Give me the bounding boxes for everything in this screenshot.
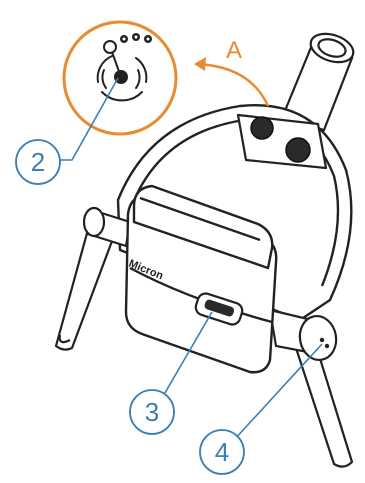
right-knob bbox=[286, 138, 310, 162]
left-knob bbox=[251, 117, 273, 139]
callout-number: 3 bbox=[145, 397, 159, 427]
top-panel bbox=[238, 115, 326, 168]
inset-arrow-label: A bbox=[226, 37, 242, 64]
right-leg bbox=[296, 348, 352, 467]
callout-number: 4 bbox=[215, 437, 229, 467]
inset-arrow: A bbox=[194, 37, 268, 106]
inset-detail bbox=[64, 22, 176, 134]
callout-number: 2 bbox=[31, 147, 45, 177]
